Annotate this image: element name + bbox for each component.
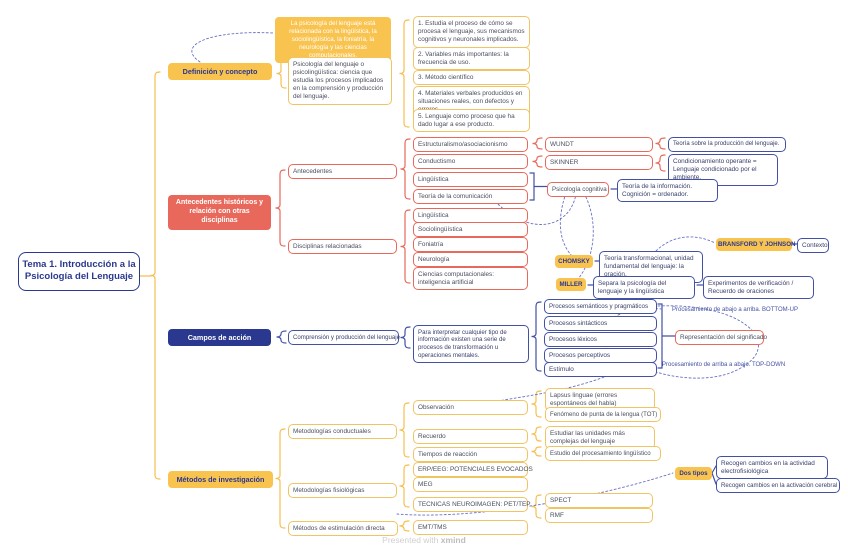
- node-tecnicas-neuroimagen[interactable]: TECNICAS NEUROIMAGEN: PET/TEP: [413, 497, 531, 513]
- topic-definicion-y-concepto[interactable]: Definición y concepto: [168, 63, 272, 81]
- node-skinner[interactable]: SKINNER: [545, 155, 653, 171]
- node-point-5[interactable]: 5. Lenguaje como proceso que ha dado lug…: [413, 109, 530, 133]
- root-topic[interactable]: Tema 1. Introducción a la Psicología del…: [18, 252, 140, 291]
- node-metodologias-fisiologicas[interactable]: Metodologías fisiológicas: [288, 483, 397, 499]
- topic-metodos-investigacion[interactable]: Métodos de investigación: [168, 471, 273, 489]
- node-procesos-sintacticos[interactable]: Procesos sintácticos: [544, 316, 657, 332]
- node-definicion-psicolinguistica[interactable]: Psicología del lenguaje o psicolingüísti…: [288, 57, 392, 105]
- node-estudio-procesamiento[interactable]: Estudio del procesamiento lingüístico: [545, 446, 661, 461]
- node-wundt[interactable]: WUNDT: [545, 137, 653, 153]
- label-bottom-up: Procesamiento de abajo a arriba. BOTTOM-…: [672, 307, 798, 313]
- node-rmf[interactable]: RMF: [545, 508, 653, 524]
- node-neurologia[interactable]: Neurología: [413, 252, 528, 268]
- node-psicologia-cognitiva[interactable]: Psicología cognitiva: [547, 182, 609, 197]
- node-chomsky[interactable]: CHOMSKY: [555, 255, 593, 268]
- node-metodologias-conductuales[interactable]: Metodologías conductuales: [288, 424, 397, 440]
- node-bransford-johnson[interactable]: BRANSFORD Y JOHNSON: [716, 238, 795, 251]
- node-erp-eeg[interactable]: ERP/EEG: POTENCIALES EVOCADOS: [413, 462, 533, 478]
- node-estructuralismo-asociacionismo[interactable]: Estructuralismo/asociacionismo: [413, 137, 528, 153]
- node-fenomeno-tot[interactable]: Fenómeno de punta de la lengua (TOT): [545, 407, 661, 422]
- topic-antecedentes-historicos[interactable]: Antecedentes históricos y relación con o…: [168, 195, 271, 230]
- node-metodos-estimulacion-directa[interactable]: Métodos de estimulación directa: [288, 521, 398, 537]
- node-sociolinguistica[interactable]: Sociolingüística: [413, 222, 528, 238]
- node-procesos-perceptivos[interactable]: Procesos perceptivos: [544, 348, 657, 364]
- node-disciplinas-relacionadas[interactable]: Disciplinas relacionadas: [288, 239, 397, 255]
- node-experimentos-verificacion[interactable]: Experimentos de verificación / Recuerdo …: [703, 276, 814, 300]
- node-para-interpretar[interactable]: Para interpretar cualquier tipo de infor…: [413, 325, 529, 364]
- node-miller-nota[interactable]: Separa la psicología del lenguaje y la l…: [593, 276, 695, 300]
- node-comprension-produccion[interactable]: Comprensión y producción del lenguaje: [288, 330, 400, 345]
- node-dos-tipos[interactable]: Dos tipos: [675, 467, 712, 480]
- node-antecedentes[interactable]: Antecedentes: [288, 164, 397, 180]
- node-representacion-significado[interactable]: Representación del significado: [675, 330, 767, 346]
- node-tiempos-reaccion[interactable]: Tiempos de reacción: [413, 447, 528, 463]
- node-procesos-lexicos[interactable]: Procesos léxicos: [544, 332, 657, 348]
- node-spect[interactable]: SPECT: [545, 493, 653, 509]
- node-foniatria[interactable]: Foniatría: [413, 237, 528, 253]
- node-teoria-informacion[interactable]: Teoría de la información. Cognición = or…: [617, 179, 718, 203]
- node-meg[interactable]: MEG: [413, 477, 528, 493]
- note-psicologia-relacionada[interactable]: La psicología del lenguaje está relacion…: [275, 17, 391, 63]
- node-contexto[interactable]: Contexto: [797, 238, 829, 254]
- node-point-3[interactable]: 3. Método científico: [413, 70, 530, 86]
- node-ciencias-computacionales[interactable]: Ciencias computacionales: inteligencia a…: [413, 267, 528, 291]
- node-point-2[interactable]: 2. Variables más importantes: la frecuen…: [413, 47, 530, 71]
- node-procesos-semanticos[interactable]: Procesos semánticos y pragmáticos: [544, 299, 657, 314]
- node-point-1[interactable]: 1. Estudia el proceso de cómo se procesa…: [413, 16, 530, 48]
- node-estudiar-unidades[interactable]: Estudiar las unidades más complejas del …: [545, 426, 655, 450]
- node-recuerdo[interactable]: Recuerdo: [413, 429, 528, 445]
- topic-campos-de-accion[interactable]: Campos de acción: [168, 329, 271, 347]
- node-teoria-comunicacion[interactable]: Teoría de la comunicación: [413, 189, 528, 205]
- node-observacion[interactable]: Observación: [413, 400, 528, 416]
- node-miller[interactable]: MILLER: [556, 278, 586, 291]
- node-emt-tms[interactable]: EMT/TMS: [413, 520, 528, 536]
- node-estimulo[interactable]: Estímulo: [544, 362, 657, 378]
- node-conductismo[interactable]: Conductismo: [413, 154, 528, 170]
- watermark-brand: xmind: [440, 535, 466, 545]
- node-wundt-nota[interactable]: Teoría sobre la producción del lenguaje.: [668, 137, 786, 152]
- node-cambios-activacion-cerebral[interactable]: Recogen cambios en la activación cerebra…: [716, 478, 840, 493]
- node-linguistica-disciplina[interactable]: Lingüística: [413, 208, 528, 224]
- watermark: Presented with xmind: [0, 535, 848, 545]
- watermark-prefix: Presented with: [382, 535, 439, 545]
- node-cambios-electrofisiologica[interactable]: Recogen cambios en la actividad electrof…: [716, 456, 828, 480]
- node-linguistica-antecedente[interactable]: Lingüística: [413, 172, 528, 188]
- label-top-down: Procesamiento de arriba a abajo. TOP-DOW…: [662, 362, 786, 368]
